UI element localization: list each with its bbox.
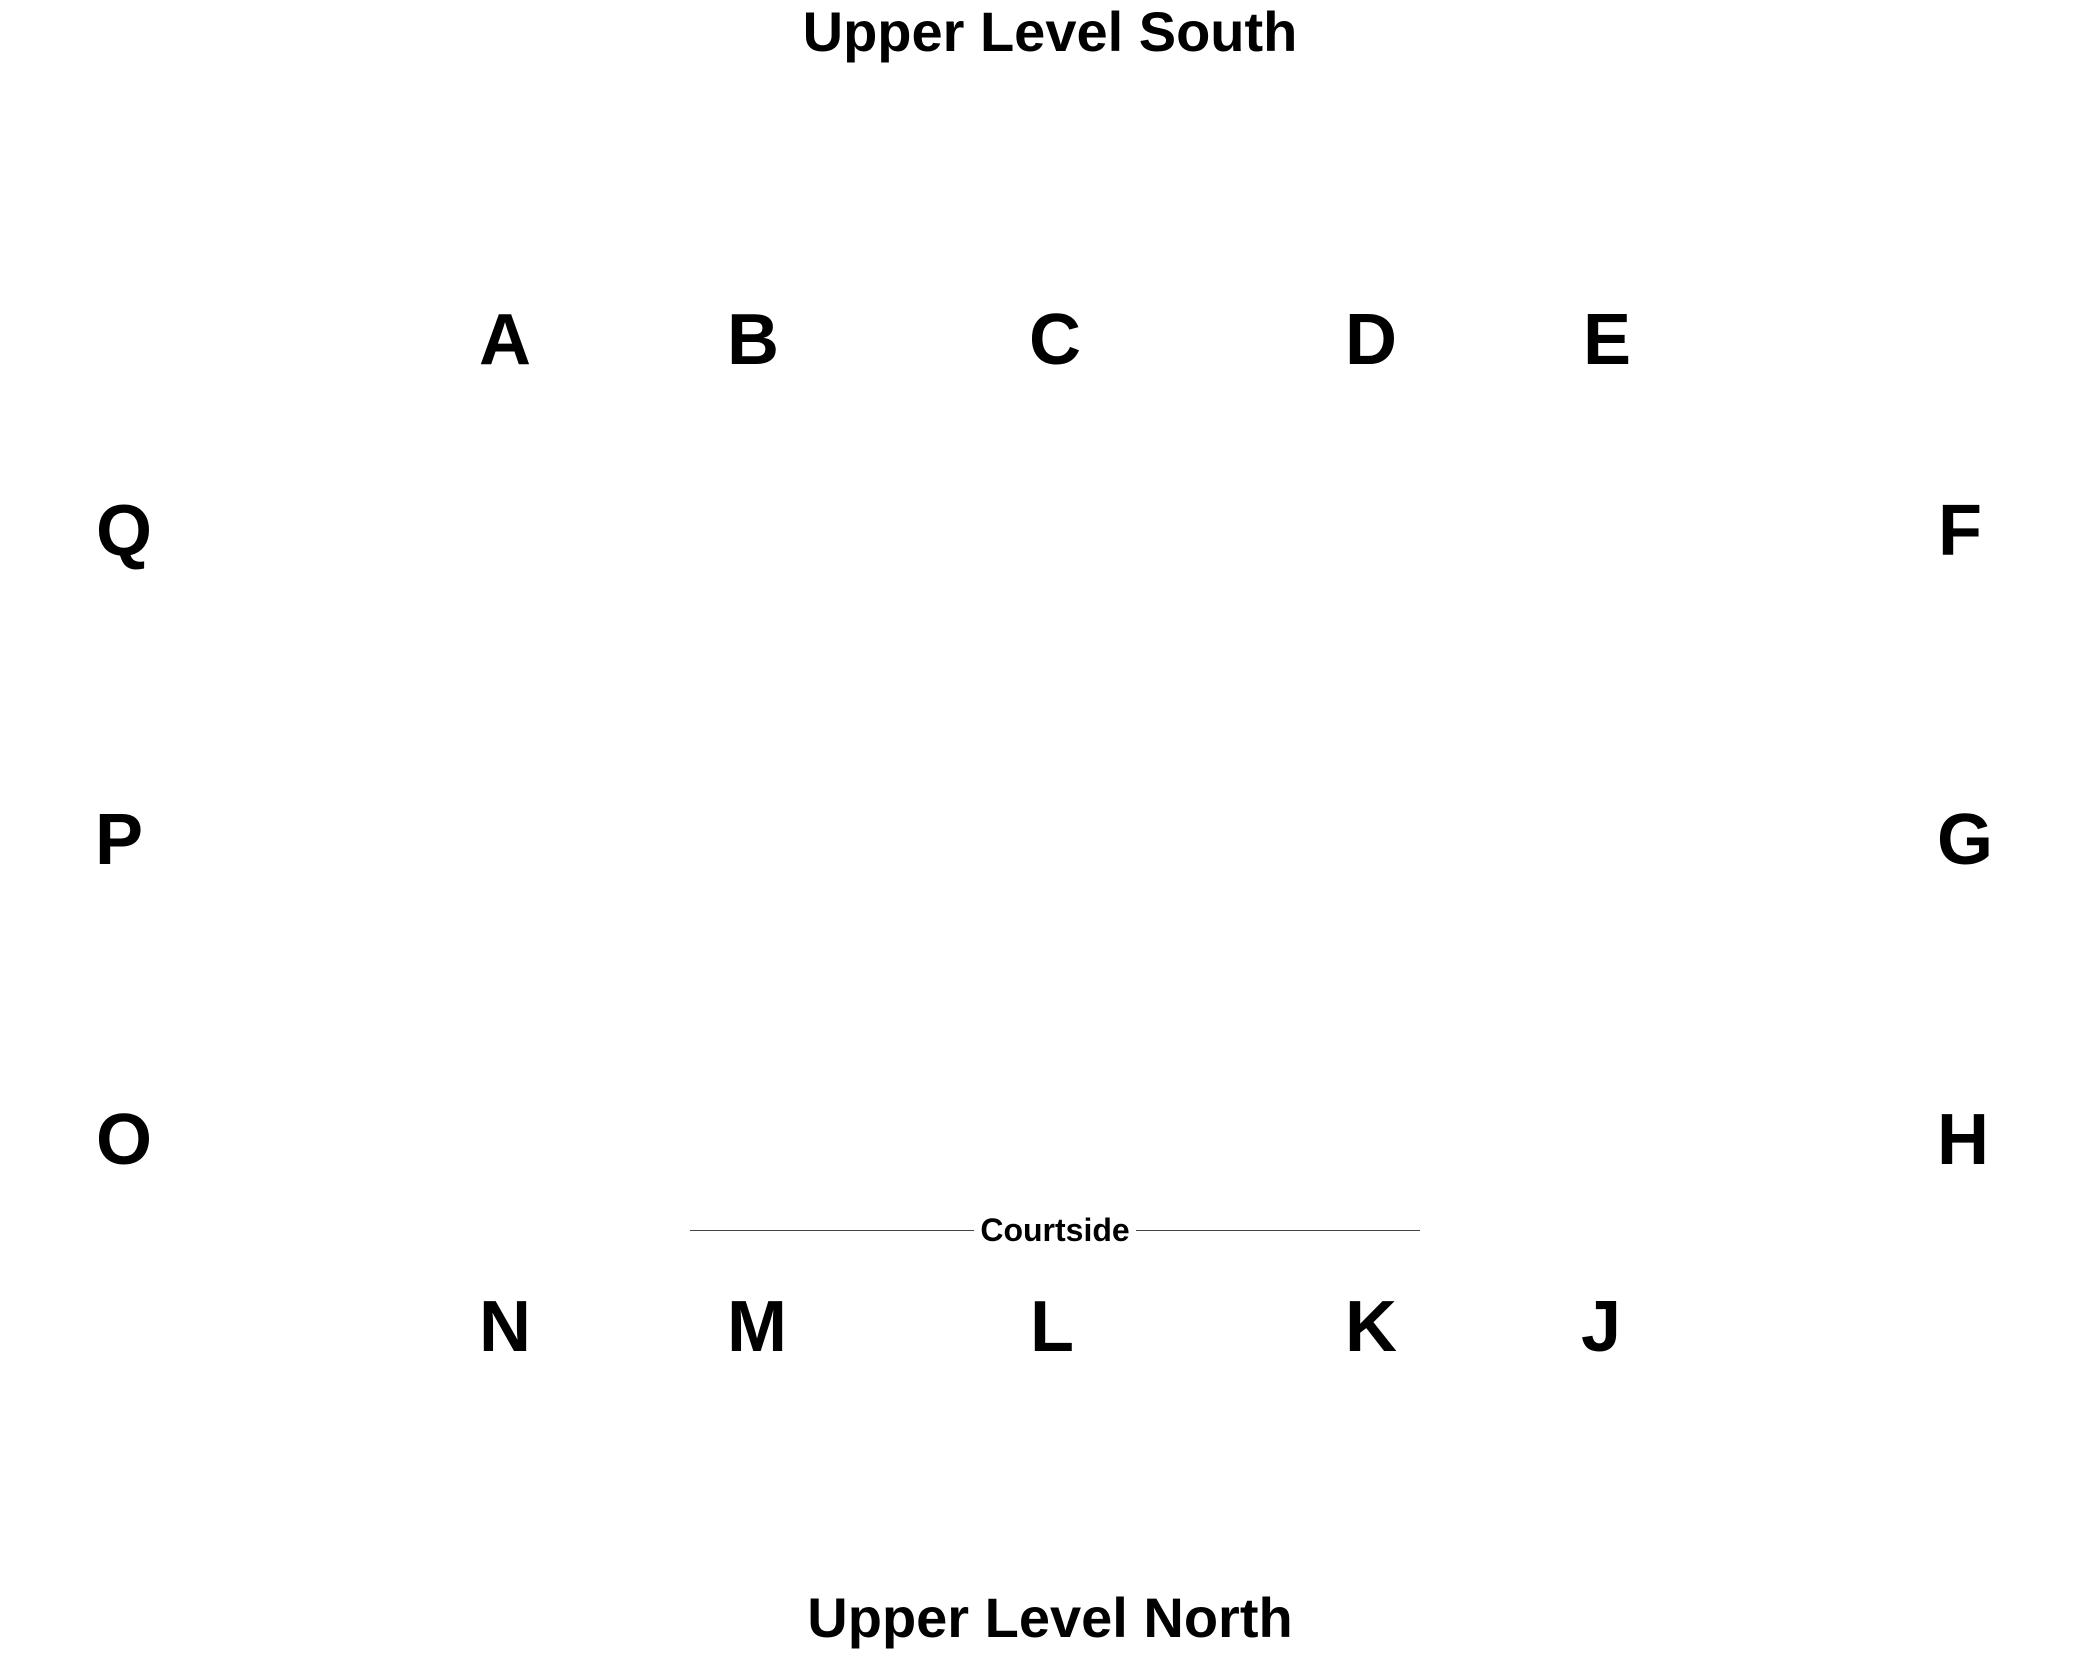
section-e[interactable]: E — [1582, 300, 1632, 380]
section-n[interactable]: N — [479, 1287, 531, 1367]
courtside-rule-right — [1135, 1229, 1420, 1231]
section-b[interactable]: B — [727, 300, 779, 380]
upper-level-south-title: Upper Level South — [802, 0, 1298, 63]
courtside-rule-left — [690, 1229, 975, 1231]
section-m[interactable]: M — [727, 1287, 787, 1367]
section-g[interactable]: G — [1936, 800, 1994, 880]
section-f[interactable]: F — [1938, 491, 1982, 571]
section-q[interactable]: Q — [95, 491, 153, 571]
courtside-label[interactable]: Courtside — [980, 1212, 1130, 1248]
section-k[interactable]: K — [1345, 1287, 1397, 1367]
upper-level-north-title: Upper Level North — [807, 1586, 1293, 1649]
courtside-divider: Courtside — [690, 1210, 1420, 1250]
section-j[interactable]: J — [1580, 1287, 1622, 1367]
section-l[interactable]: L — [1030, 1287, 1074, 1367]
section-c[interactable]: C — [1029, 300, 1081, 380]
section-d[interactable]: D — [1345, 300, 1397, 380]
section-p[interactable]: P — [94, 800, 144, 880]
section-a[interactable]: A — [479, 300, 531, 380]
section-h[interactable]: H — [1937, 1100, 1989, 1180]
section-o[interactable]: O — [95, 1100, 153, 1180]
